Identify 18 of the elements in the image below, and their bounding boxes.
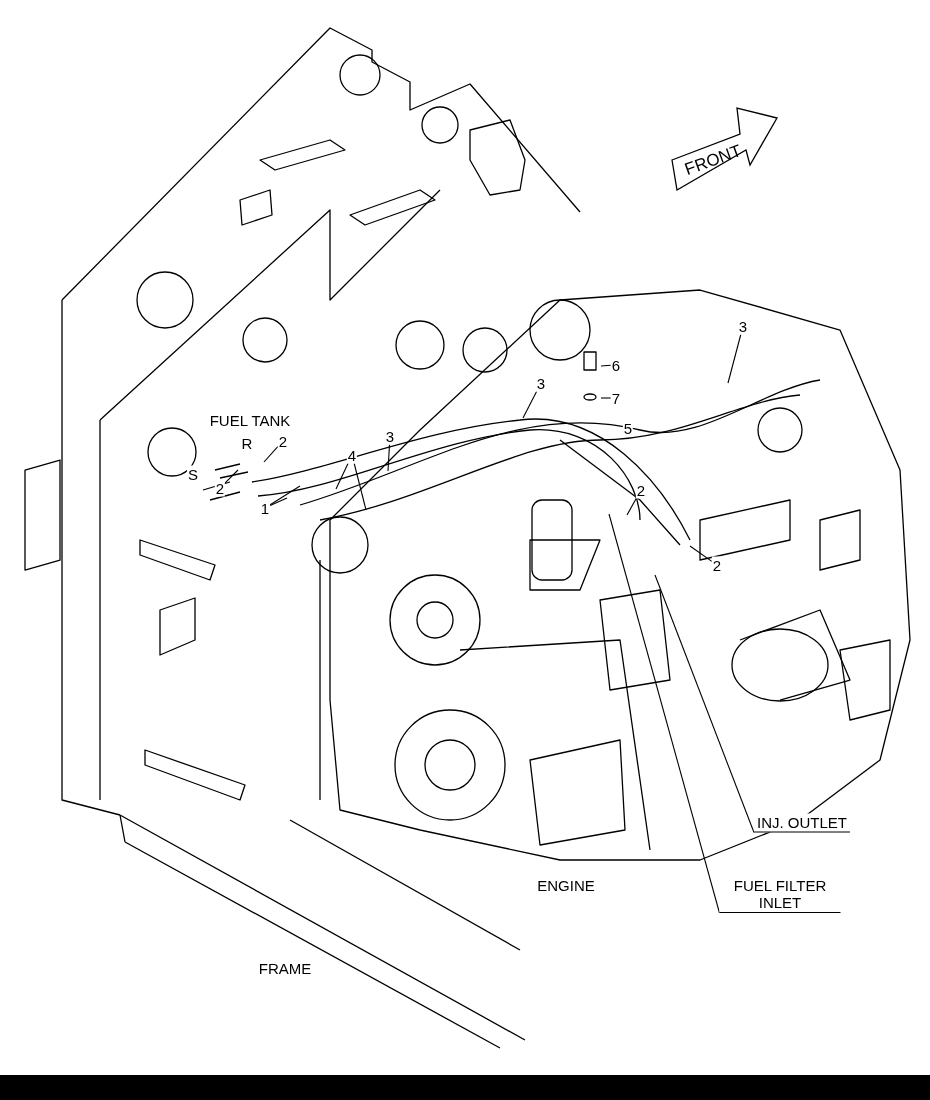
port-label: S	[187, 465, 199, 483]
leader-line	[608, 513, 721, 914]
leader-line	[689, 545, 713, 562]
leader-line	[269, 485, 301, 506]
leader-line	[387, 443, 391, 472]
leader-line	[626, 497, 637, 516]
leader-line	[600, 364, 612, 367]
leader-line	[224, 469, 239, 484]
leader-line	[269, 497, 288, 507]
leader-line	[727, 333, 742, 384]
leader-line	[263, 446, 279, 463]
leader-line	[600, 397, 612, 399]
callout-number: 2	[214, 479, 226, 497]
leader-line	[353, 462, 367, 511]
callout-label: INJ. OUTLET	[754, 813, 850, 833]
leader-line	[522, 390, 538, 419]
callout-number: 2	[711, 556, 723, 574]
leader-line	[335, 462, 349, 490]
